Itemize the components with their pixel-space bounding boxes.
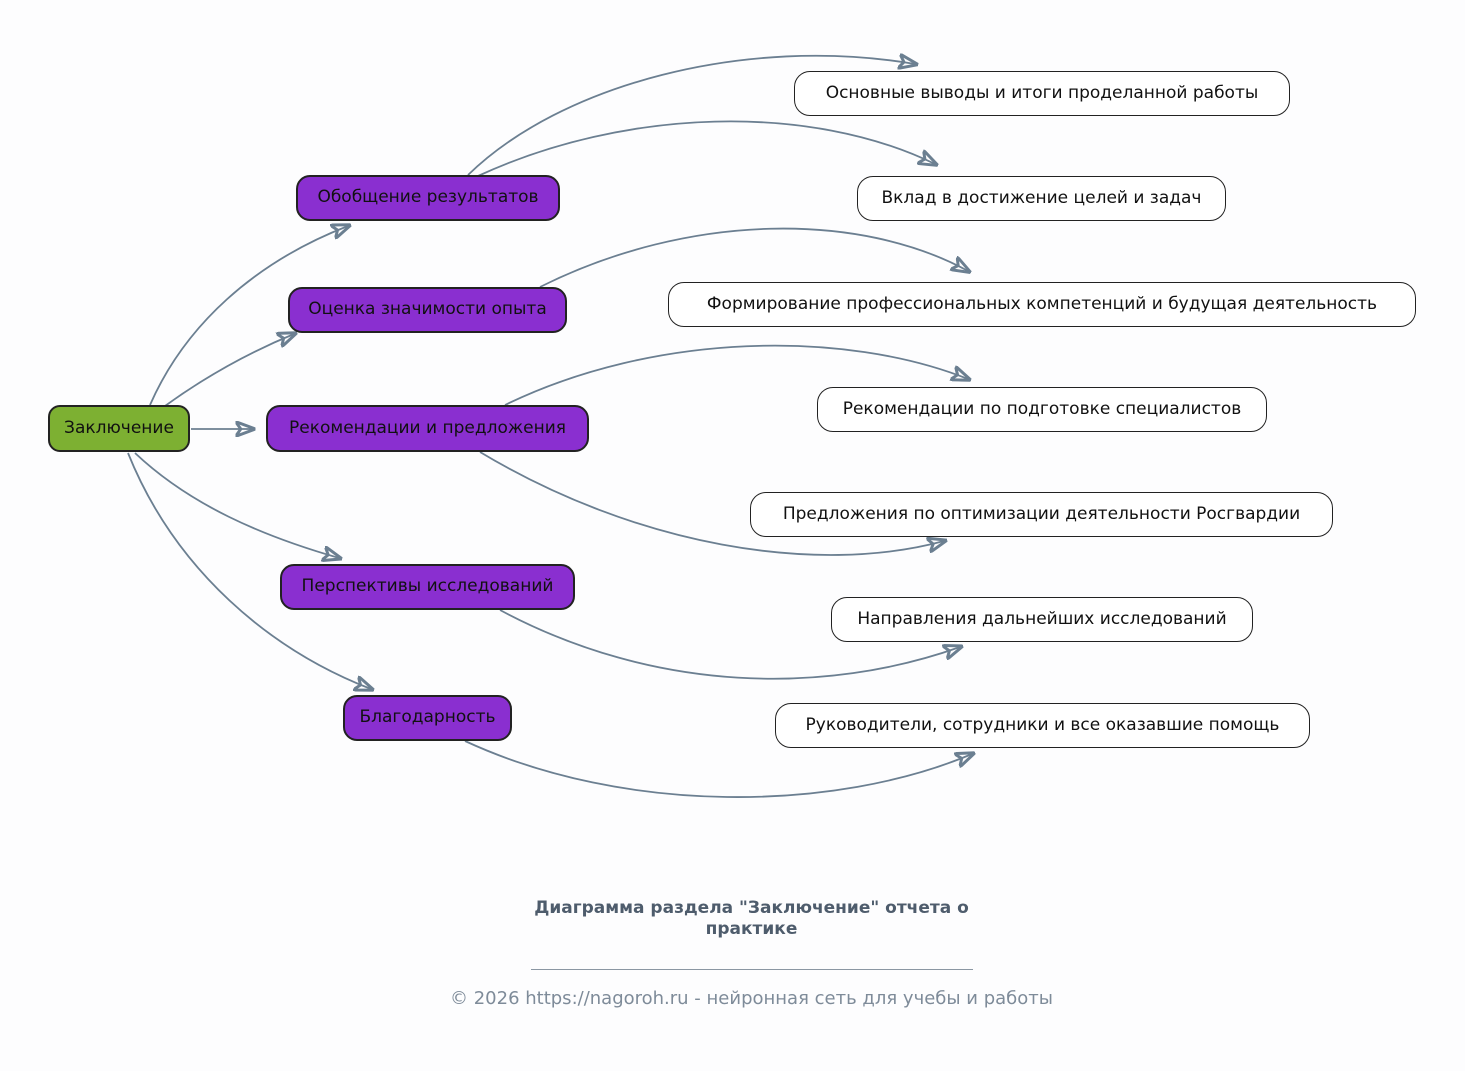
node-root-conclusion: Заключение [48, 405, 190, 452]
node-summary-of-results: Обобщение результатов [296, 175, 560, 221]
node-further-research-directions: Направления дальнейших исследований [831, 597, 1253, 642]
edge-root-to-experience-significance [164, 334, 294, 407]
node-helpers-acknowledgment: Руководители, сотрудники и все оказавшие… [775, 703, 1310, 748]
diagram-footer: Диаграмма раздела "Заключение" отчета о … [38, 898, 1465, 1009]
node-experience-significance: Оценка значимости опыта [288, 287, 567, 333]
edge-summary-to-contribution-goals [477, 120, 935, 177]
node-rosgvardia-optimization-proposals: Предложения по оптимизации деятельности … [750, 492, 1333, 537]
node-research-prospects: Перспективы исследований [280, 564, 575, 610]
copyright-text: © 2026 https://nagoroh.ru - нейронная се… [449, 987, 1053, 1009]
node-competencies-formation: Формирование профессиональных компетенци… [668, 282, 1416, 327]
diagram-caption: Диаграмма раздела "Заключение" отчета о … [534, 898, 969, 940]
node-recommendations-proposals: Рекомендации и предложения [266, 405, 589, 452]
edge-significance-to-competencies [539, 227, 968, 288]
node-acknowledgments: Благодарность [343, 695, 512, 741]
node-contribution-to-goals: Вклад в достижение целей и задач [857, 176, 1226, 221]
node-main-conclusions: Основные выводы и итоги проделанной рабо… [794, 71, 1290, 116]
node-specialist-training-recommendations: Рекомендации по подготовке специалистов [817, 387, 1267, 432]
edge-acknowledgments-to-helpers [464, 740, 972, 798]
footer-divider [530, 968, 973, 970]
edge-root-to-research-prospects [134, 452, 339, 558]
